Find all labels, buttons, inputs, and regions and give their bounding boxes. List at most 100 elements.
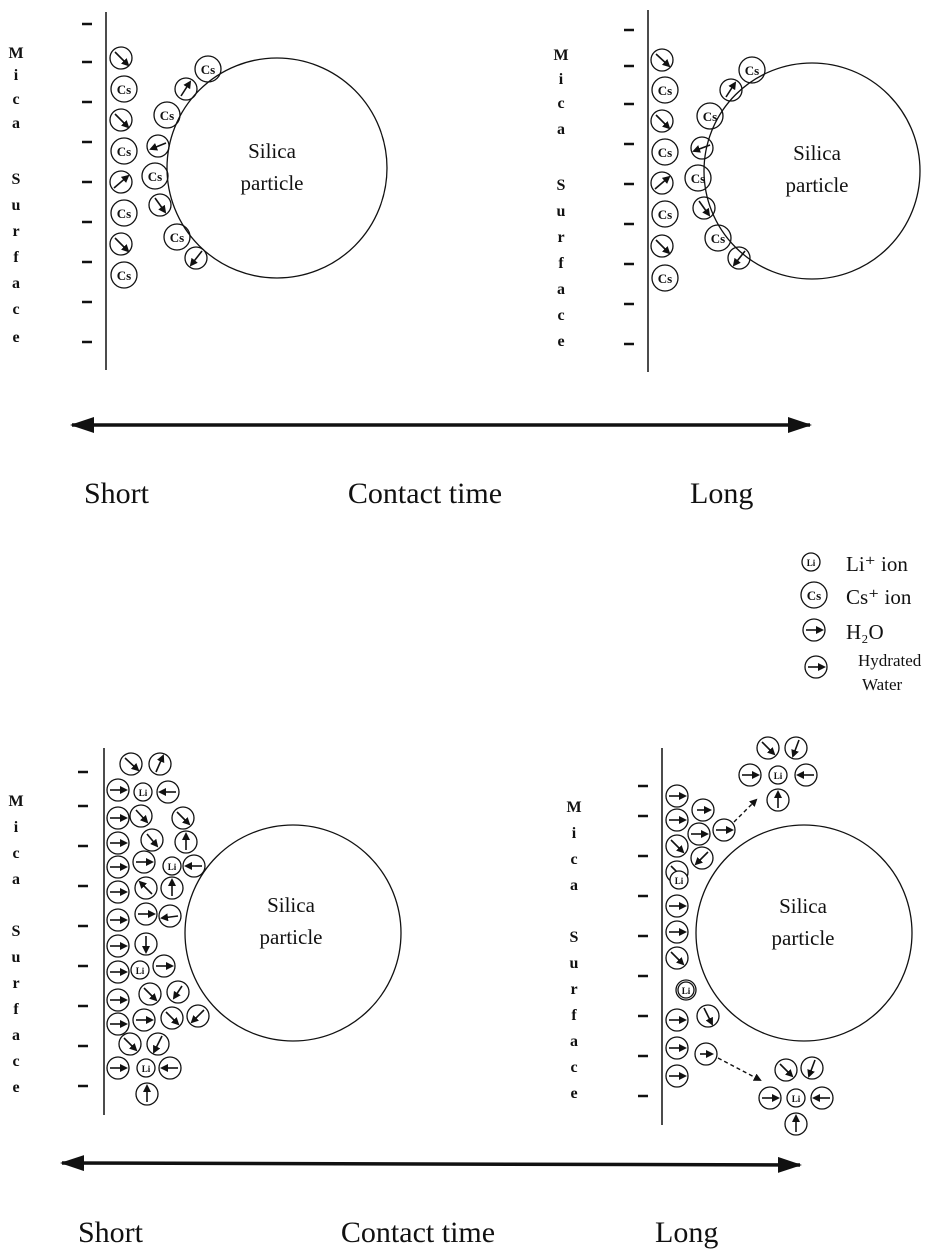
- mica-letter: S: [12, 923, 21, 940]
- mica-letter: e: [12, 329, 19, 346]
- legend-water-label: H₂O: [846, 620, 884, 644]
- mica-letter: a: [12, 115, 20, 132]
- mica-letter: r: [557, 229, 564, 246]
- mica-letter: S: [12, 171, 21, 188]
- mica-letter: u: [12, 949, 21, 966]
- mica-letter: c: [12, 301, 19, 318]
- cs-ion: Cs: [658, 145, 672, 160]
- mica-letter: f: [558, 255, 564, 272]
- mica-label: M i c a S u r f a c e: [566, 799, 581, 1102]
- surface-charges: [82, 22, 92, 344]
- mica-letter: i: [572, 825, 577, 842]
- mica-letter: M: [553, 47, 568, 64]
- legend-li: Li Li⁺ ion: [801, 552, 908, 576]
- hydrated-water-symbol: [804, 655, 828, 679]
- mica-letter: a: [12, 275, 20, 292]
- li-ion: Li: [168, 862, 177, 872]
- cs-ion: Cs: [745, 63, 759, 78]
- mica-letter: a: [557, 121, 565, 138]
- ion-layer: [650, 48, 766, 292]
- surface-charges: [638, 784, 648, 1098]
- particle-label: Silica: [248, 139, 297, 163]
- legend-hydrated-label: Hydrated: [858, 651, 922, 670]
- water-dipoles: [654, 53, 746, 267]
- mica-letter: u: [557, 203, 566, 220]
- mica-letter: a: [570, 1033, 578, 1050]
- panel-top-right: M i c a S u r f a c e Silica particle: [553, 10, 921, 372]
- particle-label: particle: [260, 925, 323, 949]
- mica-letter: f: [13, 1001, 19, 1018]
- mica-letter: i: [14, 819, 19, 836]
- mica-letter: c: [570, 1059, 577, 1076]
- cs-ion: Cs: [658, 207, 672, 222]
- cs-ion: Cs: [711, 231, 725, 246]
- legend-li-label: Li⁺ ion: [846, 552, 908, 576]
- timeline-bottom: Short Contact time Long: [60, 1155, 802, 1249]
- mica-letter: u: [570, 955, 579, 972]
- legend-hydrated: Hydrated Water: [804, 651, 922, 694]
- li-ion: Li: [142, 1064, 151, 1074]
- mica-letter: r: [570, 981, 577, 998]
- mica-letter: r: [12, 975, 19, 992]
- cs-ion: Cs: [117, 82, 131, 97]
- mica-label: M i c a S u r f a c e: [8, 793, 23, 1096]
- panel-bottom-left: M i c a S u r f a c e Silica particle: [8, 748, 402, 1115]
- mica-letter: a: [557, 281, 565, 298]
- timeline-top: Short Contact time Long: [70, 417, 812, 510]
- mica-letter: e: [570, 1085, 577, 1102]
- cs-ion-symbol: [800, 581, 828, 609]
- cs-ion: Cs: [170, 230, 184, 245]
- li-ion: Li: [774, 771, 783, 781]
- legend-hydrated-label: Water: [862, 675, 902, 694]
- cs-ion-labels: Cs Cs Cs Cs Cs Cs Cs Cs: [117, 62, 215, 283]
- cs-ion-labels: Cs Cs Cs Cs Cs Cs Cs Cs: [658, 63, 759, 286]
- li-ion: Li: [139, 788, 148, 798]
- mica-letter: c: [12, 845, 19, 862]
- contact-time-arrow: [60, 1155, 802, 1173]
- cs-ion-symbol-text: Cs: [807, 588, 821, 603]
- particle-label: Silica: [267, 893, 316, 917]
- cs-ion: Cs: [117, 144, 131, 159]
- mica-letter: i: [559, 71, 564, 88]
- ion-layer: [109, 46, 222, 289]
- surface-charges: [624, 28, 634, 346]
- mica-letter: S: [557, 177, 566, 194]
- mica-letter: f: [13, 249, 19, 266]
- water-symbol: [802, 618, 826, 642]
- particle-label: particle: [241, 171, 304, 195]
- mica-letter: c: [570, 851, 577, 868]
- silica-particle: [166, 57, 388, 279]
- axis-long-label: Long: [655, 1216, 718, 1249]
- mica-letter: M: [8, 45, 23, 62]
- mica-letter: M: [566, 799, 581, 816]
- axis-long-label: Long: [690, 477, 753, 510]
- mica-label: M i c a S u r f a c e: [553, 47, 568, 350]
- cs-ion: Cs: [201, 62, 215, 77]
- silica-particle: [695, 824, 913, 1042]
- cs-ion: Cs: [160, 108, 174, 123]
- water-dipoles: [110, 754, 205, 1102]
- cs-ion: Cs: [658, 271, 672, 286]
- particle-label: Silica: [793, 141, 842, 165]
- mica-letter: a: [570, 877, 578, 894]
- water-dipoles: [669, 739, 830, 1132]
- desorption-arrows: [717, 798, 762, 1081]
- particle-label: Silica: [779, 894, 828, 918]
- axis-middle-label: Contact time: [348, 477, 502, 510]
- legend-cs: Cs Cs⁺ ion: [800, 581, 912, 609]
- mica-label: M i c a S u r f a c e: [8, 45, 23, 346]
- li-ions: Li Li Li Li: [669, 765, 806, 1108]
- particle-label: particle: [772, 926, 835, 950]
- mica-letter: M: [8, 793, 23, 810]
- mica-letter: e: [12, 1079, 19, 1096]
- mica-letter: f: [571, 1007, 577, 1024]
- water-layer: [665, 736, 834, 1136]
- li-ion: Li: [792, 1094, 801, 1104]
- mica-letter: c: [12, 91, 19, 108]
- water-dipoles: [113, 51, 203, 267]
- legend-water: H₂O: [802, 618, 884, 644]
- mica-letter: a: [12, 1027, 20, 1044]
- silica-particle: [184, 824, 402, 1042]
- mica-letter: e: [557, 333, 564, 350]
